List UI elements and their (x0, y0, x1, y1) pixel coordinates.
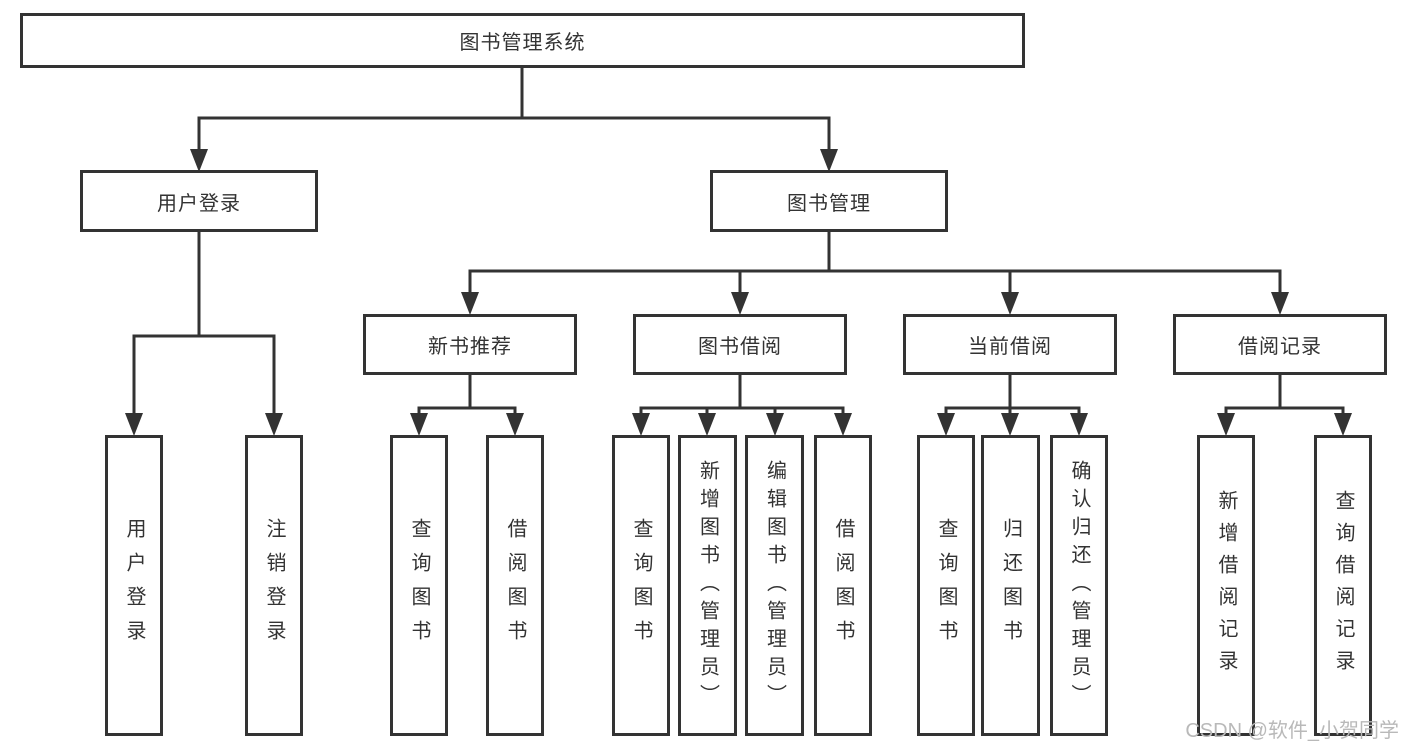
leaf-query-books-recommend: 查询图书 (390, 435, 448, 736)
node-book-management-system: 图书管理系统 (20, 13, 1025, 68)
connector-new-book-recommend-branch (417, 373, 517, 417)
node-user-login: 用户登录 (80, 170, 318, 232)
arrowhead (410, 413, 428, 436)
connector-book-management-branch (468, 230, 1282, 296)
arrowhead (265, 413, 283, 436)
arrowhead (937, 413, 955, 436)
arrowhead (506, 413, 524, 436)
arrowhead (820, 149, 838, 172)
connector-lines (132, 66, 1345, 417)
node-new-book-recommend: 新书推荐 (363, 314, 577, 375)
node-label: 查询图书 (630, 517, 652, 654)
arrowhead (125, 413, 143, 436)
leaf-confirm-return-admin: 确认归还（管理员） (1050, 435, 1108, 736)
node-book-borrow: 图书借阅 (633, 314, 847, 375)
leaf-query-books-borrow: 查询图书 (612, 435, 670, 736)
node-current-borrow: 当前借阅 (903, 314, 1117, 375)
arrowhead (1271, 292, 1289, 315)
node-label: 新增图书（管理员） (696, 459, 719, 712)
node-label: 注销登录 (263, 517, 285, 654)
leaf-return-books: 归还图书 (981, 435, 1040, 736)
connector-current-borrow-branch (944, 373, 1081, 417)
arrowhead (1217, 413, 1235, 436)
node-label: 借阅记录 (1238, 336, 1322, 358)
connector-user-login-branch (132, 230, 276, 416)
arrowhead (731, 292, 749, 315)
arrowhead (766, 413, 784, 436)
arrowhead (461, 292, 479, 315)
node-label: 借阅图书 (504, 517, 526, 654)
node-label: 图书管理系统 (459, 32, 586, 54)
node-label: 借阅图书 (832, 517, 854, 654)
node-label: 编辑图书（管理员） (763, 459, 786, 712)
connector-root-branch (197, 66, 831, 152)
node-label: 当前借阅 (968, 336, 1052, 358)
arrowhead (1001, 292, 1019, 315)
node-borrow-records: 借阅记录 (1173, 314, 1387, 375)
node-label: 图书管理 (787, 192, 871, 215)
leaf-add-borrow-record: 新增借阅记录 (1197, 435, 1255, 736)
arrowhead (1001, 413, 1019, 436)
leaf-add-books-admin: 新增图书（管理员） (678, 435, 737, 736)
arrowhead (834, 413, 852, 436)
node-label: 查询图书 (935, 517, 957, 654)
arrowhead (698, 413, 716, 436)
leaf-borrow-books: 借阅图书 (814, 435, 872, 736)
leaf-user-login: 用户登录 (105, 435, 163, 736)
node-label: 用户登录 (123, 517, 145, 654)
arrowhead (190, 149, 208, 172)
arrowhead (1334, 413, 1352, 436)
node-label: 新增借阅记录 (1215, 489, 1237, 682)
arrowheads (125, 149, 1352, 436)
leaf-query-books-current: 查询图书 (917, 435, 975, 736)
csdn-watermark: CSDN @软件_小贺同学 (1185, 720, 1399, 742)
node-label: 查询图书 (408, 517, 430, 654)
leaf-borrow-books-recommend: 借阅图书 (486, 435, 544, 736)
leaf-query-borrow-record: 查询借阅记录 (1314, 435, 1372, 736)
leaf-edit-books-admin: 编辑图书（管理员） (745, 435, 804, 736)
arrowhead (632, 413, 650, 436)
node-label: 确认归还（管理员） (1068, 459, 1090, 712)
node-label: 归还图书 (999, 517, 1022, 654)
node-label: 查询借阅记录 (1332, 489, 1354, 682)
node-label: 用户登录 (157, 192, 241, 215)
node-book-management: 图书管理 (710, 170, 948, 232)
node-label: 新书推荐 (428, 336, 512, 358)
arrowhead (1070, 413, 1088, 436)
node-label: 图书借阅 (698, 336, 782, 358)
connector-book-borrow-branch (639, 373, 845, 417)
connector-borrow-records-branch (1224, 373, 1345, 417)
leaf-logout: 注销登录 (245, 435, 303, 736)
